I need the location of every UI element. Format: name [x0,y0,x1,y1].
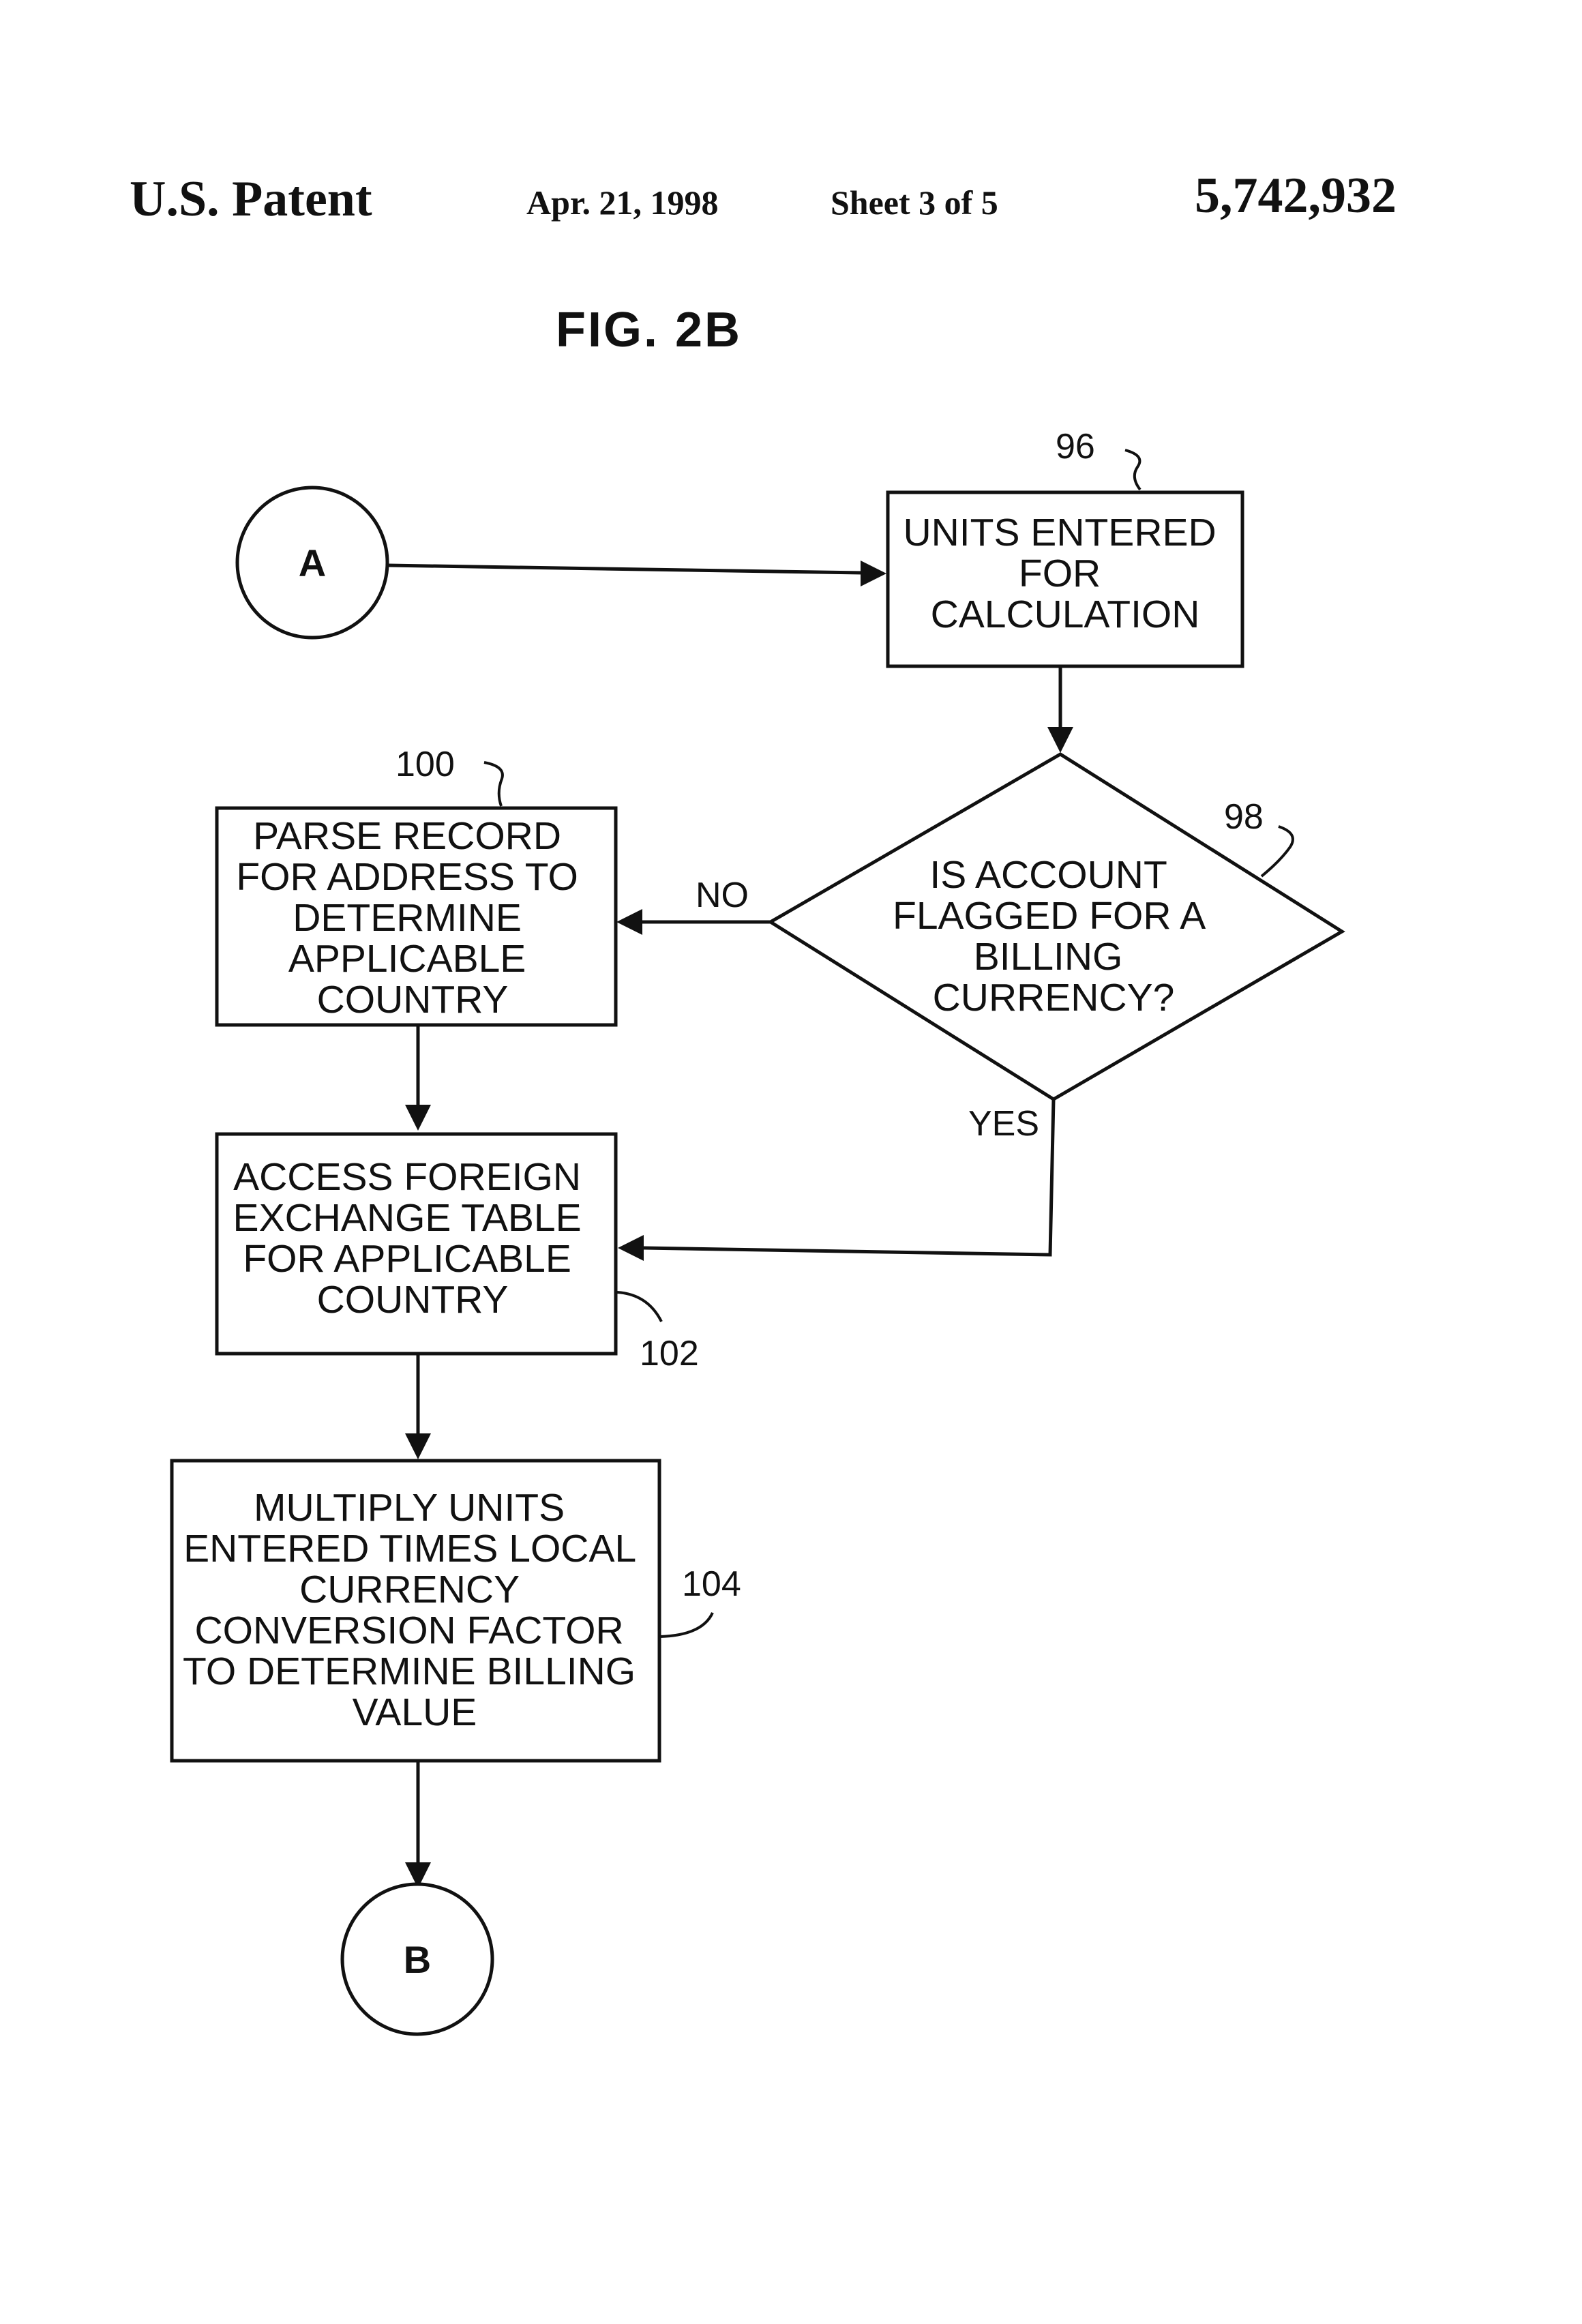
arrowhead-decision-yes [618,1235,644,1261]
arrowhead-parse-to-access [405,1105,431,1131]
ref-leader-104 [660,1613,713,1637]
ref-label-96: 96 [1056,427,1095,466]
ref-label-102: 102 [640,1334,699,1373]
connector-b-label: B [404,1938,431,1981]
ref-leader-102 [617,1292,661,1322]
decision-yes-label: YES [968,1104,1039,1144]
ref-label-100: 100 [395,745,455,784]
ref-label-98: 98 [1224,797,1264,837]
arrowhead-access-to-multiply [405,1433,431,1459]
connector-a-label: A [299,541,326,584]
ref-leader-96 [1125,450,1140,490]
ref-leader-98 [1262,826,1293,876]
ref-leader-100 [484,762,503,806]
arrowhead-decision-no [616,909,642,935]
ref-label-104: 104 [682,1564,741,1604]
arrowhead-units-to-decision [1047,727,1073,753]
decision-no-label: NO [696,876,749,915]
arrowhead-a-to-units [861,561,886,586]
edge-a-to-units [387,565,863,573]
decision-text: IS ACCOUNT FLAGGED FOR A BILLING CURRENC… [893,853,1214,1019]
